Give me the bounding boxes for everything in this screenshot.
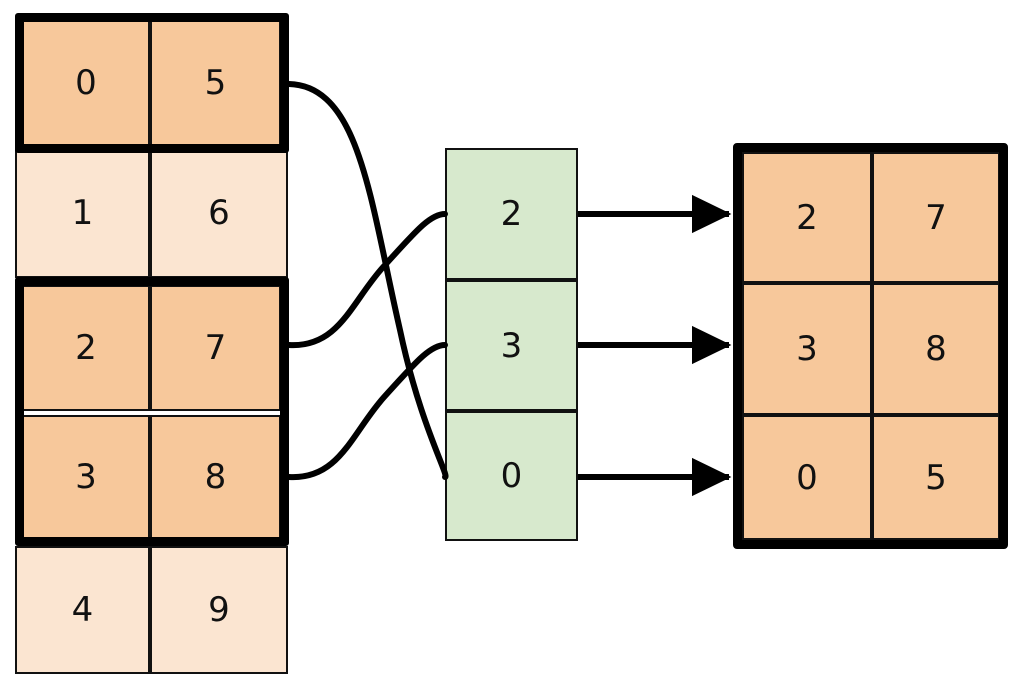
index-cell-0: 2 (445, 148, 578, 280)
curve-source0-to-index2 (286, 81, 449, 480)
source-cell-r4c0: 4 (15, 546, 150, 674)
source-cell-r0c0: 0 (22, 20, 150, 146)
result-cell-r0c0: 2 (742, 152, 872, 283)
source-cell-r2c0: 2 (22, 285, 150, 411)
curve-source3-to-index1 (286, 342, 448, 481)
source-cell-r4c1: 9 (150, 546, 288, 674)
result-cell-r1c0: 3 (742, 283, 872, 415)
result-cell-r2c1: 5 (872, 415, 1000, 540)
curve-source2-to-index0 (286, 211, 448, 349)
index-cell-1: 3 (445, 280, 578, 411)
source-cell-r1c0: 1 (15, 147, 150, 278)
result-cell-r2c0: 0 (742, 415, 872, 540)
result-cell-r1c1: 8 (872, 283, 1000, 415)
source-cell-r3c0: 3 (22, 415, 150, 539)
result-cell-r0c1: 7 (872, 152, 1000, 283)
index-cell-2: 0 (445, 411, 578, 541)
